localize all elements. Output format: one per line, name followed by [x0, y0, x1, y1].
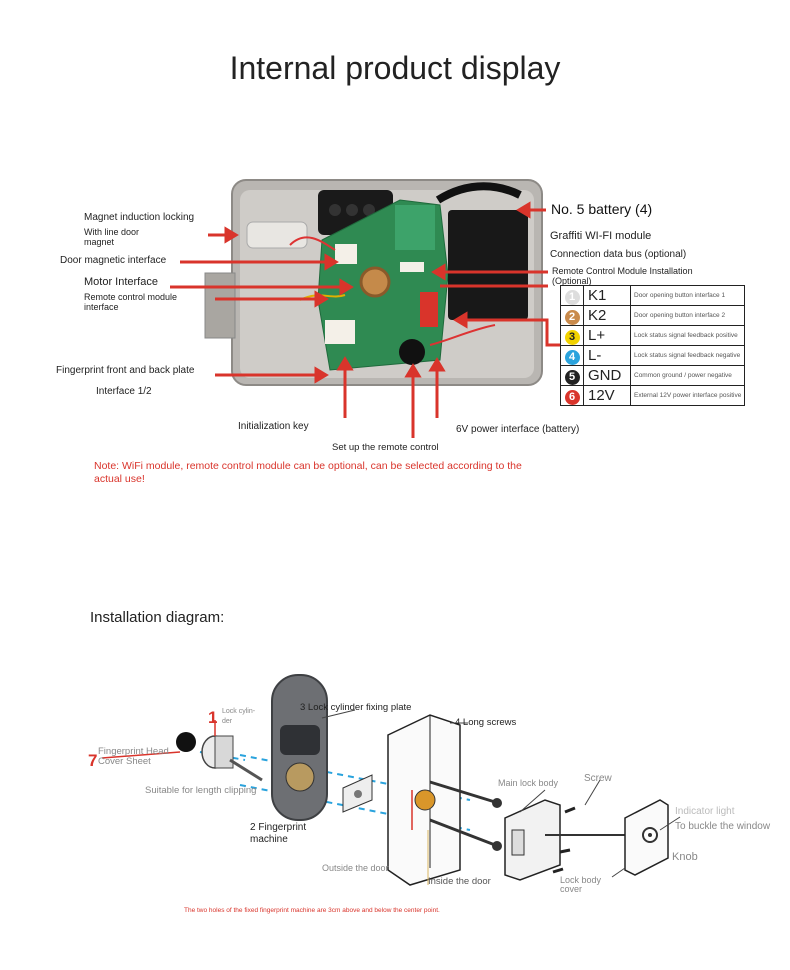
label-motor-interface: Motor Interface — [84, 276, 158, 288]
inst-footnote: The two holes of the fixed fingerprint m… — [184, 907, 440, 914]
pin-code: L+ — [583, 325, 631, 346]
installation-title: Installation diagram: — [90, 609, 225, 626]
label-interface-12: Interface 1/2 — [96, 386, 152, 397]
pin-code: GND — [583, 365, 631, 386]
inst-label-outside-door: Outside the door — [322, 863, 389, 873]
label-line-door-magnet: With line door magnet — [84, 227, 140, 247]
pin-row: 6 12V External 12V power interface posit… — [560, 385, 745, 406]
pin-description: Lock status signal feedback positive — [630, 325, 745, 346]
inst-label-lock-cylinder: Lock cylin-der — [222, 708, 256, 725]
inst-label-long-screws: 4 Long screws — [455, 717, 517, 728]
pin-description: Lock status signal feedback negative — [630, 345, 745, 366]
pin-row: 4 L- Lock status signal feedback negativ… — [560, 345, 745, 366]
inst-label-fp-head-cover: Fingerprint Head Cover Sheet — [98, 746, 169, 767]
pin-table: 1 K1 Door opening button interface 1 2 K… — [560, 285, 745, 406]
product-photo — [170, 179, 560, 438]
pin-number-badge: 3 — [564, 329, 580, 345]
label-wifi-module: Graffiti WI-FI module — [550, 230, 652, 242]
label-remote-install: Remote Control Module Installation — [552, 266, 693, 276]
label-setup-remote: Set up the remote control — [332, 442, 439, 453]
pin-description: External 12V power interface positive — [630, 385, 745, 406]
pin-number-badge: 6 — [564, 389, 580, 405]
label-fingerprint-plate: Fingerprint front and back plate — [56, 365, 195, 376]
pin-number-badge: 1 — [564, 289, 580, 305]
pin-number-badge: 2 — [564, 309, 580, 325]
pin-row: 3 L+ Lock status signal feedback positiv… — [560, 325, 745, 346]
pin-description: Door opening button interface 2 — [630, 305, 745, 326]
pin-code: K2 — [583, 305, 631, 326]
label-init-key: Initialization key — [238, 421, 309, 432]
pin-code: L- — [583, 345, 631, 366]
label-data-bus: Connection data bus (optional) — [550, 249, 687, 260]
inst-label-fixing-plate: 3 Lock cylinder fixing plate — [300, 702, 412, 713]
pin-number-badge: 5 — [564, 369, 580, 385]
inst-label-main-lock-body: Main lock body — [498, 778, 559, 788]
label-door-magnetic: Door magnetic interface — [60, 255, 167, 266]
pin-number-badge: 4 — [564, 349, 580, 365]
note-text: Note: WiFi module, remote control module… — [94, 460, 522, 485]
label-remote-control-interface: Remote control module interface — [84, 292, 178, 312]
inst-label-inside-door: Inside the door — [428, 876, 491, 887]
label-battery: No. 5 battery (4) — [551, 201, 653, 217]
inst-label-knob: Knob — [672, 851, 698, 863]
inst-number-1: 1 — [208, 708, 218, 727]
page-title: Internal product display — [229, 50, 561, 86]
label-6v-power: 6V power interface (battery) — [456, 424, 580, 435]
inst-number-7: 7 — [88, 751, 98, 770]
pin-row: 1 K1 Door opening button interface 1 — [560, 285, 745, 306]
label-magnet-induction: Magnet induction locking — [84, 212, 195, 223]
inst-label-fp-machine: 2 Fingerprint machine — [250, 822, 307, 845]
pin-row: 5 GND Common ground / power negative — [560, 365, 745, 386]
inst-label-indicator: Indicator light — [675, 806, 735, 817]
pin-code: K1 — [583, 285, 631, 306]
pin-code: 12V — [583, 385, 631, 406]
pin-description: Common ground / power negative — [630, 365, 745, 386]
inst-label-buckle-window: To buckle the window — [675, 821, 771, 832]
pin-description: Door opening button interface 1 — [630, 285, 745, 306]
label-optional: (Optional) — [552, 276, 592, 286]
pin-row: 2 K2 Door opening button interface 2 — [560, 305, 745, 326]
inst-label-suitable: Suitable for length clipping — [145, 785, 257, 796]
installation-diagram — [101, 674, 681, 886]
inst-label-lock-body-cover: Lock body cover — [560, 875, 602, 894]
inst-label-screw: Screw — [584, 773, 612, 784]
